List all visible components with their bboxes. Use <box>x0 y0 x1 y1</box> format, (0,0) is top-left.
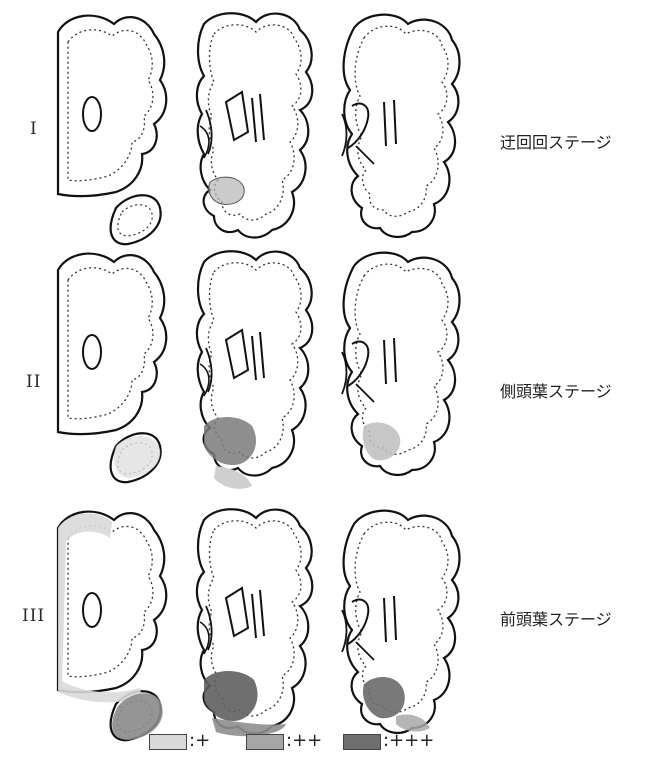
row-1-section-lateral <box>58 16 166 245</box>
stage-name-1: 迂回回ステージ <box>500 129 612 153</box>
stage-name-3: 前頭葉ステージ <box>500 606 612 630</box>
legend-label-plus: :+ <box>189 730 210 751</box>
row-2-sections <box>58 251 460 489</box>
stage-name-2: 側頭葉ステージ <box>500 378 612 402</box>
row-3-shading-plus-c <box>396 715 430 732</box>
row-1-section-middle <box>197 13 312 237</box>
row-3-shading-plusplusplus-b <box>204 671 258 721</box>
legend-label-plusplusplus: :+++ <box>383 730 434 751</box>
legend-label-plusplus: :++ <box>286 730 322 751</box>
legend-swatch-plusplusplus <box>343 734 381 750</box>
row-1-shading-plus <box>209 177 244 204</box>
row-2-shading-plus-a <box>114 436 160 478</box>
stage-numeral-2: II <box>26 372 41 392</box>
row-3-sections <box>58 509 460 740</box>
row-1-section-posterior <box>342 15 460 237</box>
stage-numeral-3: III <box>22 606 45 626</box>
row-3-shading-plusplusplus-c <box>363 677 405 718</box>
row-2-shading-plusplus-b <box>204 417 256 465</box>
stage-numeral-1: I <box>30 119 38 139</box>
row-1-sections <box>58 13 460 244</box>
legend-swatch-plusplus <box>246 734 284 750</box>
row-2-section-posterior <box>342 253 460 475</box>
legend-swatch-plus <box>149 734 187 750</box>
